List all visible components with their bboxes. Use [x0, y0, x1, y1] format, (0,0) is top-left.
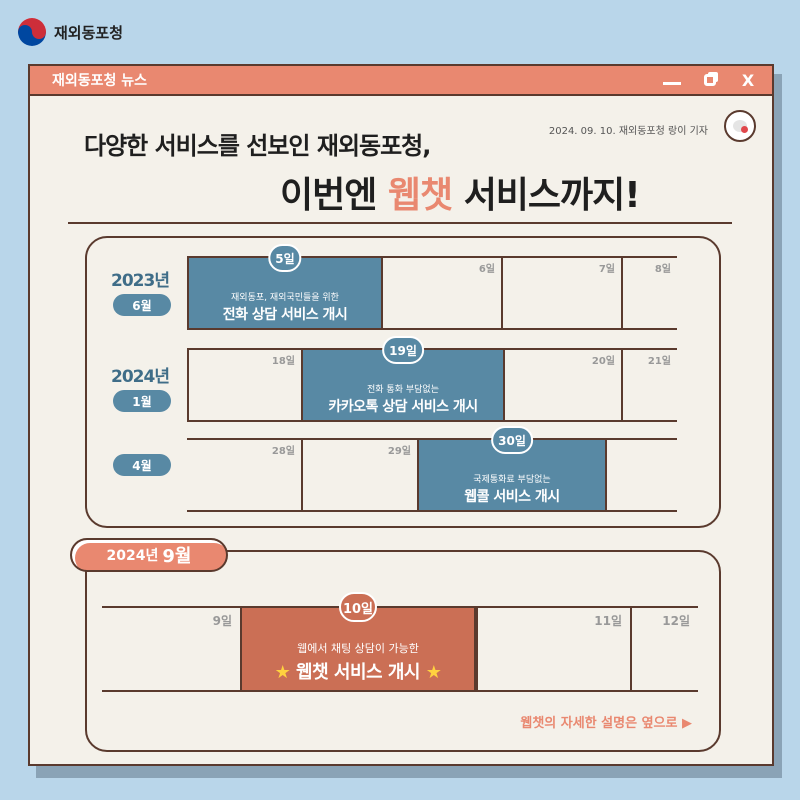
timeline-row-2023-06: 5일 재외동포, 재외국민들을 위한 전화 상담 서비스 개시 6일 7일 8일 — [187, 244, 677, 330]
event-sub: 전화 통화 부담없는 — [367, 385, 439, 395]
window-titlebar: 재외동포청 뉴스 X — [30, 66, 772, 96]
headline-line1: 다양한 서비스를 선보인 재외동포청, — [84, 132, 431, 160]
cell-event-webchat: 10일 웹에서 채팅 상담이 가능한 ★ 웹챗 서비스 개시 ★ — [240, 592, 476, 690]
day-number: 11일 — [594, 614, 622, 628]
cell-day: 12일 — [630, 608, 698, 690]
cell-day: 29일 — [301, 440, 417, 510]
timeline-row-2024-09: 9일 10일 웹에서 채팅 상담이 가능한 ★ 웹챗 서비스 개시 ★ 11일 … — [102, 592, 698, 692]
cell-day: 20일 — [503, 350, 621, 420]
day-number: 9일 — [212, 614, 232, 628]
day-number: 7일 — [598, 264, 615, 275]
cell-event-kakaotalk: 19일 전화 통화 부담없는 카카오톡 상담 서비스 개시 — [301, 336, 503, 420]
timeline-row-2024-04: 28일 29일 30일 국제통화료 부담없는 웹콜 서비스 개시 — [187, 426, 677, 512]
headline-divider — [68, 222, 732, 224]
brand: 재외동포청 — [18, 18, 123, 46]
day-number: 12일 — [662, 614, 690, 628]
day-number: 8일 — [654, 264, 671, 275]
event-sub: 재외동포, 재외국민들을 위한 — [231, 293, 339, 303]
tab-year: 2024년 — [106, 548, 159, 564]
day-badge: 30일 — [491, 426, 533, 454]
year-2023: 2023년 — [111, 271, 170, 291]
event-main: ★ 웹챗 서비스 개시 ★ — [242, 658, 474, 684]
year-2024: 2024년 — [111, 367, 170, 387]
timeline-panel: 2023년 6월 5일 재외동포, 재외국민들을 위한 전화 상담 서비스 개시… — [85, 236, 721, 528]
event-main: 전화 상담 서비스 개시 — [222, 307, 348, 323]
event-main-text: 웹챗 서비스 개시 — [296, 662, 420, 683]
day-number: 21일 — [647, 356, 671, 367]
cell-day: 9일 — [102, 608, 240, 690]
reporter-avatar-icon — [724, 110, 756, 142]
event-sub: 웹에서 채팅 상담이 가능한 — [297, 642, 419, 655]
byline: 2024. 09. 10. 재외동포청 랑이 기자 — [548, 126, 708, 137]
headline-post: 서비스까지! — [452, 175, 641, 216]
news-window: 재외동포청 뉴스 X 2024. 09. 10. 재외동포청 랑이 기자 다양한… — [28, 64, 774, 766]
tab-month: 9월 — [162, 546, 192, 567]
brand-name: 재외동포청 — [54, 23, 124, 42]
headline-highlight: 웹챗 — [387, 175, 453, 216]
maximize-icon[interactable] — [696, 66, 724, 94]
cell-day: 28일 — [187, 440, 301, 510]
event-main: 카카오톡 상담 서비스 개시 — [328, 399, 478, 415]
day-badge: 10일 — [339, 592, 377, 622]
event-main: 웹콜 서비스 개시 — [464, 489, 560, 505]
close-icon[interactable]: X — [741, 70, 755, 90]
window-title: 재외동포청 뉴스 — [52, 73, 148, 89]
cell-day: 7일 — [501, 258, 621, 328]
day-number: 28일 — [271, 446, 295, 457]
cell-day: 6일 — [381, 258, 501, 328]
headline-line2: 이번엔 웹챗 서비스까지! — [280, 166, 641, 218]
day-badge: 5일 — [268, 244, 302, 272]
month-pill-january: 1월 — [113, 390, 171, 412]
cell-day: 8일 — [621, 258, 677, 328]
month-pill-april: 4월 — [113, 454, 171, 476]
day-number: 6일 — [478, 264, 495, 275]
cell-day: 21일 — [621, 350, 677, 420]
cell-event-phone: 5일 재외동포, 재외국민들을 위한 전화 상담 서비스 개시 — [187, 244, 381, 328]
star-icon: ★ — [274, 662, 291, 683]
day-number: 20일 — [591, 356, 615, 367]
timeline-row-2024-01: 18일 19일 전화 통화 부담없는 카카오톡 상담 서비스 개시 20일 21… — [187, 336, 677, 422]
headline-pre: 이번엔 — [280, 175, 388, 216]
day-number: 18일 — [271, 356, 295, 367]
event-sub: 국제통화료 부담없는 — [473, 475, 551, 485]
cell-day: 11일 — [476, 608, 630, 690]
government-logo-icon — [18, 18, 46, 46]
day-badge: 19일 — [382, 336, 424, 364]
minimize-icon[interactable] — [658, 66, 686, 94]
star-icon: ★ — [425, 662, 442, 683]
cell-day: 18일 — [187, 350, 301, 420]
month-pill-june: 6월 — [113, 294, 171, 316]
cell-event-webcall: 30일 국제통화료 부담없는 웹콜 서비스 개시 — [417, 426, 607, 510]
day-number: 29일 — [387, 446, 411, 457]
more-link[interactable]: 웹챗의 자세한 설명은 옆으로 ▶ — [520, 716, 692, 731]
